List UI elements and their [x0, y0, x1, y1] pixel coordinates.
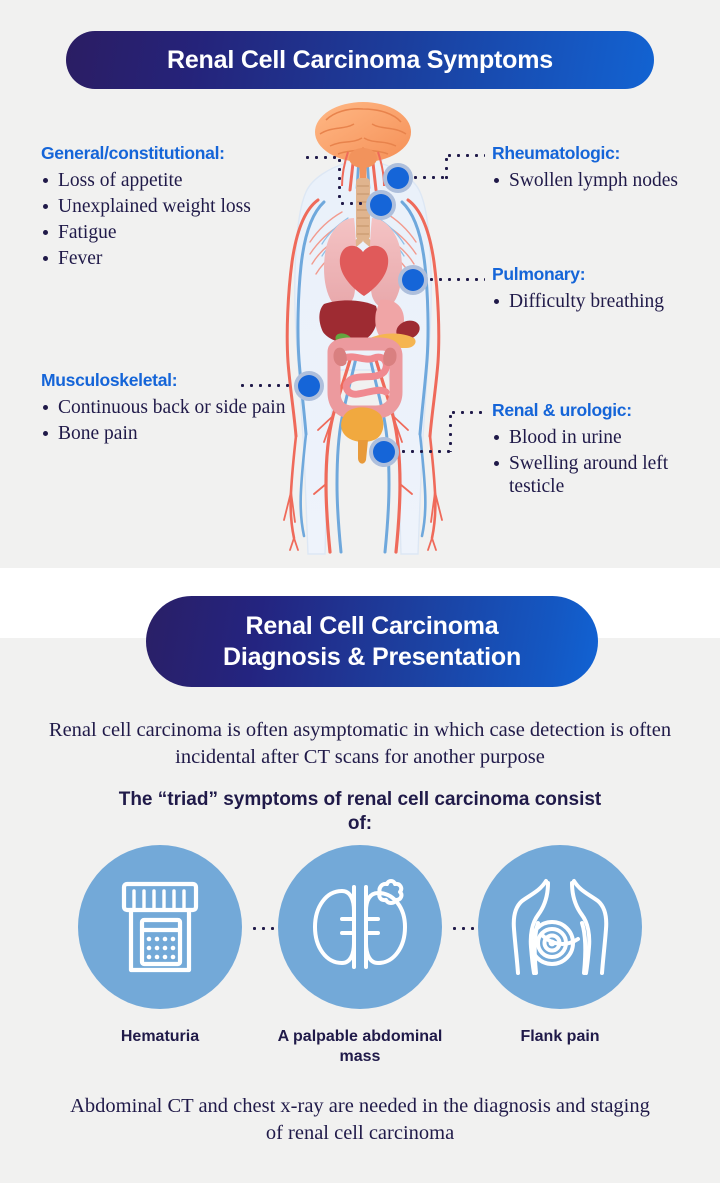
diagnosis-title-line1: Renal Cell Carcinoma [245, 612, 499, 640]
connector-pulmonary-h [427, 278, 485, 281]
connector-musculo-h [238, 384, 292, 387]
list-item: Difficulty breathing [492, 290, 707, 313]
symptom-group-rheumatologic: Rheumatologic: Swollen lymph nodes [492, 143, 707, 195]
anatomy-illustration [238, 92, 488, 557]
symptom-list-general: Loss of appetite Unexplained weight loss… [41, 169, 291, 270]
triad-item-flank-pain: Flank pain [478, 845, 642, 1045]
kidneys-organ [333, 347, 397, 367]
symptom-list-musculoskeletal: Continuous back or side pain Bone pain [41, 396, 291, 445]
triad-item-abdominal-mass: A palpable abdominal mass [278, 845, 442, 1065]
diagnosis-footer-text: Abdominal CT and chest x-ray are needed … [70, 1095, 650, 1145]
marker-renal-urologic [369, 437, 399, 467]
list-item: Fatigue [41, 221, 291, 244]
symptom-heading-renal-urologic: Renal & urologic: [492, 400, 632, 420]
brain-organ [315, 102, 411, 187]
symptom-group-pulmonary: Pulmonary: Difficulty breathing [492, 264, 707, 316]
liver-organ [319, 300, 378, 343]
urine-sample-cup-icon [121, 881, 199, 973]
symptom-list-pulmonary: Difficulty breathing [492, 290, 707, 313]
symptom-group-general: General/constitutional: Loss of appetite… [41, 143, 291, 273]
diagnosis-title-line2: Diagnosis & Presentation [222, 642, 522, 671]
list-item: Unexplained weight loss [41, 195, 291, 218]
connector-general-h1 [303, 156, 340, 159]
symptom-list-rheumatologic: Swollen lymph nodes [492, 169, 707, 192]
triad-circle-1 [78, 845, 242, 1009]
symptom-group-renal-urologic: Renal & urologic: Blood in urine Swellin… [492, 400, 707, 501]
connector-renal-v [449, 412, 452, 452]
symptom-list-renal-urologic: Blood in urine Swelling around left test… [492, 426, 707, 498]
list-item: Swollen lymph nodes [492, 169, 707, 192]
marker-rheumatologic [383, 163, 413, 193]
torso-flank-pain-icon [511, 879, 609, 975]
triad-label-hematuria: Hematuria [120, 1028, 200, 1045]
triad-label-abdominal-mass: A palpable abdominal mass [277, 1028, 443, 1065]
list-item: Continuous back or side pain [41, 396, 291, 419]
symptom-heading-general: General/constitutional: [41, 143, 225, 163]
symptoms-title-text: Renal Cell Carcinoma Symptoms [167, 45, 553, 74]
diagnosis-title-banner: Renal Cell Carcinoma Diagnosis & Present… [146, 596, 598, 687]
symptom-heading-musculoskeletal: Musculoskeletal: [41, 370, 178, 390]
triad-connector-2 [450, 927, 486, 930]
triad-label-flank-pain: Flank pain [520, 1028, 600, 1045]
intestines-organ [327, 337, 403, 419]
kidneys-with-tumor-icon [313, 879, 407, 969]
triad-circle-3 [478, 845, 642, 1009]
connector-general-v [338, 156, 341, 204]
connector-rheum-v [445, 155, 448, 179]
triad-item-hematuria: Hematuria [78, 845, 242, 1045]
symptoms-title-banner: Renal Cell Carcinoma Symptoms [66, 31, 654, 89]
list-item: Loss of appetite [41, 169, 291, 192]
symptom-heading-rheumatologic: Rheumatologic: [492, 143, 621, 163]
list-item: Blood in urine [492, 426, 707, 449]
connector-rheum-h1 [411, 176, 447, 179]
triad-heading: The “triad” symptoms of renal cell carci… [118, 789, 602, 835]
list-item: Fever [41, 247, 291, 270]
diagnosis-intro-text: Renal cell carcinoma is often asymptomat… [48, 719, 672, 769]
triad-row: Hematuria A [78, 845, 642, 1065]
symptom-heading-pulmonary: Pulmonary: [492, 264, 586, 284]
connector-renal-h1 [399, 450, 451, 453]
marker-pulmonary [398, 265, 428, 295]
list-item: Swelling around left testicle [492, 452, 707, 498]
marker-general [366, 190, 396, 220]
triad-circle-2 [278, 845, 442, 1009]
connector-general-h2 [338, 202, 370, 205]
connector-renal-h2 [449, 411, 485, 414]
bladder-organ [341, 407, 384, 464]
symptom-group-musculoskeletal: Musculoskeletal: Continuous back or side… [41, 370, 291, 448]
marker-musculoskeletal [294, 371, 324, 401]
list-item: Bone pain [41, 422, 291, 445]
connector-rheum-h2 [445, 154, 485, 157]
heart-organ [339, 245, 389, 296]
triad-connector-1 [250, 927, 286, 930]
